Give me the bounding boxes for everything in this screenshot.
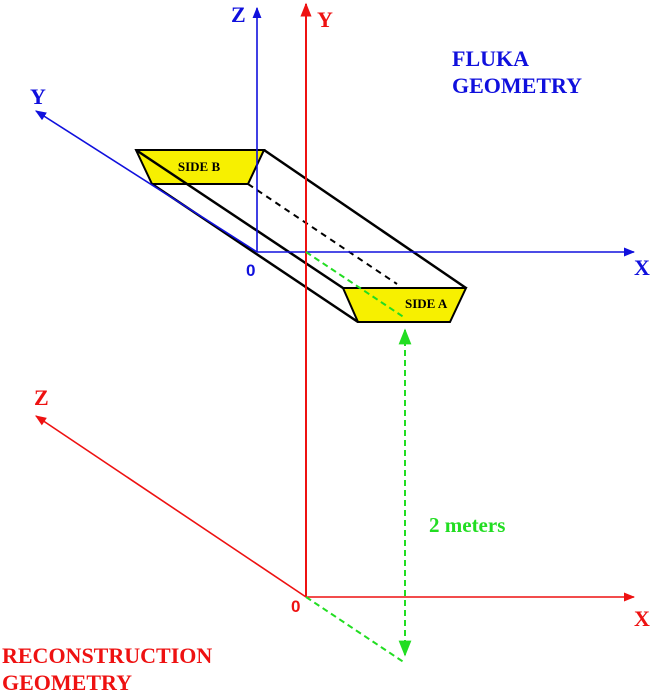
- reco-x-label: X: [634, 606, 650, 631]
- box-edge-top-left: [135, 148, 344, 290]
- fluka-origin-label: 0: [246, 261, 255, 280]
- fluka-z-label: Z: [231, 2, 246, 27]
- reconstruction-axes: [35, 2, 636, 602]
- reco-title-line1: RECONSTRUCTION: [2, 643, 212, 668]
- fluka-y-label: Y: [30, 84, 46, 109]
- side-b-label: SIDE B: [178, 159, 221, 174]
- reco-z-label: Z: [34, 385, 49, 410]
- fluka-title-line1: FLUKA: [452, 46, 529, 71]
- distance-annotation: [305, 251, 412, 664]
- fluka-x-label: X: [634, 255, 650, 280]
- fluka-y-axis: [35, 110, 258, 253]
- reco-title-line2: GEOMETRY: [2, 670, 132, 695]
- reco-y-label: Y: [317, 7, 333, 32]
- reco-origin-label: 0: [291, 597, 300, 616]
- fluka-axes: [35, 6, 636, 257]
- side-a-label: SIDE A: [405, 296, 448, 311]
- fluka-title-line2: GEOMETRY: [452, 73, 582, 98]
- distance-label: 2 meters: [429, 513, 505, 537]
- box-edge-hidden: [247, 183, 398, 285]
- green-diagonal-lower: [305, 596, 406, 664]
- box-edge-top-right: [263, 148, 467, 290]
- reco-z-axis: [35, 415, 307, 598]
